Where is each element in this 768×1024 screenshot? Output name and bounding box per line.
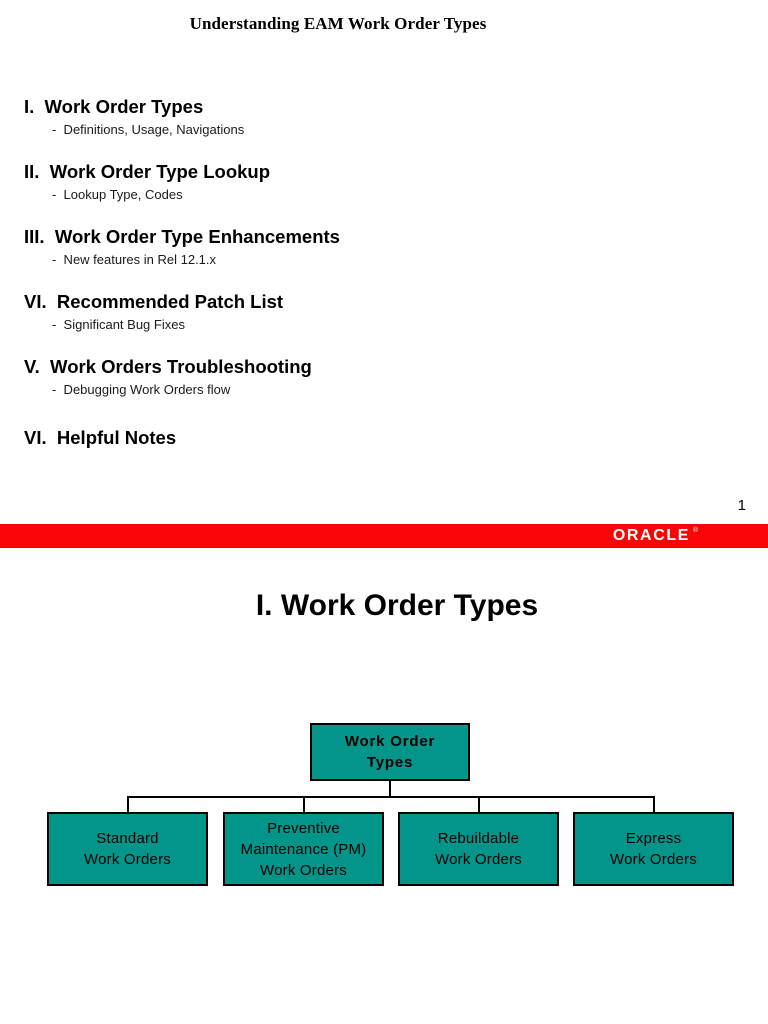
slide-agenda: Understanding EAM Work Order Types I. Wo… [0,14,768,548]
slide-work-order-types: I. Work Order Types Work Order Types Sta… [0,549,768,1024]
connector-drop-standard [127,796,129,812]
diagram-node-standard: Standard Work Orders [47,812,208,886]
agenda-item-3-heading: III. Work Order Type Enhancements [24,226,340,247]
deck-title: Understanding EAM Work Order Types [189,14,487,33]
connector-horizontal-bus [127,796,655,798]
agenda-item-5-sub: - Debugging Work Orders flow [52,382,231,397]
agenda-item-5-heading: V. Work Orders Troubleshooting [24,356,312,377]
agenda-item-4: VI. Recommended Patch List - Significant… [24,290,724,336]
connector-drop-express [653,796,655,812]
agenda-item-6: VI. Helpful Notes [24,426,724,450]
work-order-types-hierarchy-diagram: Work Order Types Standard Work Orders Pr… [0,549,768,1024]
page-number: 1 [737,497,746,514]
connector-drop-rebuildable [478,796,480,812]
agenda-item-1-heading: I. Work Order Types [24,96,204,117]
diagram-node-express: Express Work Orders [573,812,734,886]
agenda-list: I. Work Order Types - Definitions, Usage… [24,95,724,450]
oracle-logo: ORACLE [612,527,690,544]
agenda-item-1: I. Work Order Types - Definitions, Usage… [24,95,724,141]
agenda-item-2-sub: - Lookup Type, Codes [52,187,183,202]
agenda-item-4-sub: - Significant Bug Fixes [52,317,185,332]
diagram-node-preventive-label: Preventive Maintenance (PM) Work Orders [240,819,367,879]
diagram-node-standard-label: Standard Work Orders [84,830,171,868]
diagram-node-preventive: Preventive Maintenance (PM) Work Orders [223,812,384,886]
agenda-item-1-sub: - Definitions, Usage, Navigations [52,122,245,137]
diagram-node-root: Work Order Types [310,723,470,781]
agenda-item-6-heading: VI. Helpful Notes [24,427,177,448]
oracle-footer-bar: ORACLE ® [0,524,768,548]
agenda-item-4-heading: VI. Recommended Patch List [24,291,284,312]
diagram-node-rebuildable-label: Rebuildable Work Orders [435,830,522,868]
agenda-item-2-heading: II. Work Order Type Lookup [24,161,271,182]
connector-drop-preventive [303,796,305,812]
section-title: I. Work Order Types [255,589,539,622]
agenda-item-3: III. Work Order Type Enhancements - New … [24,225,724,271]
agenda-item-3-sub: - New features in Rel 12.1.x [52,252,217,267]
agenda-item-5: V. Work Orders Troubleshooting - Debuggi… [24,355,724,401]
diagram-node-express-label: Express Work Orders [610,830,697,868]
connector-root-stem [389,781,391,798]
registered-trademark-icon: ® [692,527,698,534]
agenda-item-2: II. Work Order Type Lookup - Lookup Type… [24,160,724,206]
diagram-node-rebuildable: Rebuildable Work Orders [398,812,559,886]
diagram-node-root-label: Work Order Types [344,733,436,771]
